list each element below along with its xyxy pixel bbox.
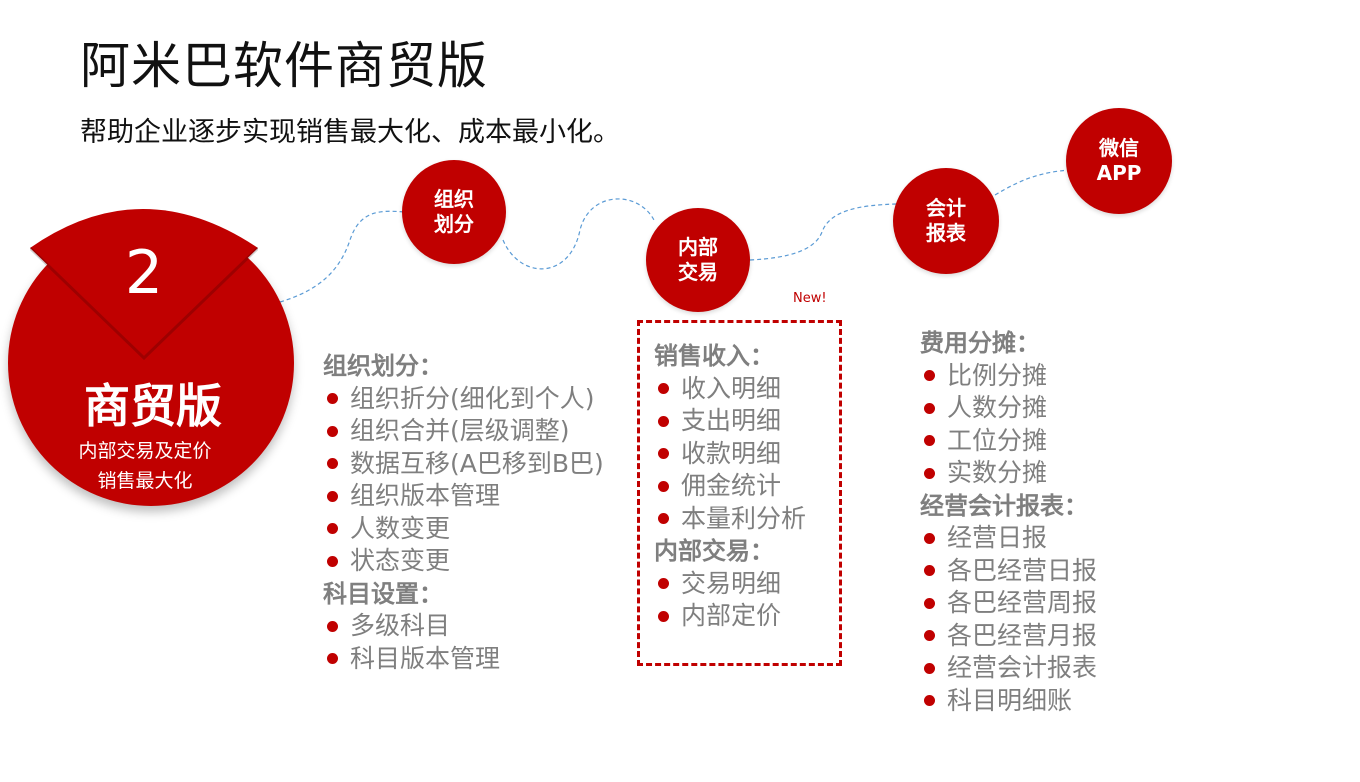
bullet-icon xyxy=(327,653,338,665)
list-item: 科目版本管理 xyxy=(323,643,604,676)
edition-feature-1: 内部交易及定价 xyxy=(78,440,212,462)
list-item: 科目明细账 xyxy=(920,685,1097,718)
bullet-icon xyxy=(924,435,935,447)
node-org-division: 组织 划分 xyxy=(402,160,506,264)
page-title: 阿米巴软件商贸版 xyxy=(80,37,488,95)
section-heading: 费用分摊： xyxy=(920,329,1040,357)
bullet-icon xyxy=(658,415,669,427)
list-item: 实数分摊 xyxy=(920,457,1097,490)
bullet-icon xyxy=(924,370,935,382)
list-item: 比例分摊 xyxy=(920,360,1097,393)
list-item: 本量利分析 xyxy=(654,503,806,536)
org-feature-list: 组织划分： 组织折分(细化到个人) 组织合并(层级调整) 数据互移(A巴移到B巴… xyxy=(323,350,604,675)
new-label: New! xyxy=(793,291,827,306)
page-subtitle: 帮助企业逐步实现销售最大化、成本最小化。 xyxy=(80,117,620,148)
bullet-icon xyxy=(924,565,935,577)
edition-number: 2 xyxy=(124,238,164,308)
node-wechat-app: 微信 APP xyxy=(1066,108,1172,214)
list-item: 经营会计报表 xyxy=(920,652,1097,685)
badge-wedge xyxy=(30,209,258,360)
bullet-icon xyxy=(327,458,338,470)
list-item: 各巴经营月报 xyxy=(920,620,1097,653)
bullet-icon xyxy=(924,662,935,674)
bullet-icon xyxy=(924,402,935,414)
section-heading: 组织划分： xyxy=(323,352,443,380)
list-item: 内部定价 xyxy=(654,600,806,633)
list-item: 组织版本管理 xyxy=(323,480,604,513)
list-item: 组织折分(细化到个人) xyxy=(323,383,604,416)
edition-title: 商贸版 xyxy=(84,379,222,433)
list-item: 人数变更 xyxy=(323,513,604,546)
bullet-icon xyxy=(924,695,935,707)
bullet-icon xyxy=(924,597,935,609)
bullet-icon xyxy=(658,513,669,525)
list-item: 各巴经营日报 xyxy=(920,555,1097,588)
list-item: 经营日报 xyxy=(920,522,1097,555)
section-heading: 经营会计报表： xyxy=(920,491,1088,520)
bullet-icon xyxy=(327,425,338,437)
bullet-icon xyxy=(924,532,935,544)
section-heading: 内部交易： xyxy=(654,537,774,565)
bullet-icon xyxy=(924,467,935,479)
bullet-icon xyxy=(327,393,338,405)
node-accounting-report: 会计 报表 xyxy=(893,168,999,274)
bullet-icon xyxy=(658,480,669,492)
section-heading: 销售收入： xyxy=(654,342,774,370)
list-item: 状态变更 xyxy=(323,545,604,578)
bullet-icon xyxy=(658,578,669,590)
list-item: 工位分摊 xyxy=(920,425,1097,458)
bullet-icon xyxy=(327,555,338,567)
node-internal-trade: 内部 交易 xyxy=(646,208,750,312)
section-heading: 科目设置： xyxy=(323,579,443,608)
list-item: 人数分摊 xyxy=(920,392,1097,425)
trade-feature-list: 销售收入： 收入明细 支出明细 收款明细 佣金统计 本量利分析 内部交易： 交易… xyxy=(654,340,806,633)
bullet-icon xyxy=(658,610,669,622)
list-item: 数据互移(A巴移到B巴) xyxy=(323,448,604,481)
bullet-icon xyxy=(327,490,338,502)
new-feature-box xyxy=(637,320,842,666)
list-item: 收款明细 xyxy=(654,438,806,471)
accounting-feature-list: 费用分摊： 比例分摊 人数分摊 工位分摊 实数分摊 经营会计报表： 经营日报 各… xyxy=(920,327,1097,717)
list-item: 各巴经营周报 xyxy=(920,587,1097,620)
bullet-icon xyxy=(658,383,669,395)
list-item: 多级科目 xyxy=(323,610,604,643)
list-item: 佣金统计 xyxy=(654,470,806,503)
list-item: 支出明细 xyxy=(654,405,806,438)
bullet-icon xyxy=(327,523,338,535)
list-item: 组织合并(层级调整) xyxy=(323,415,604,448)
list-item: 收入明细 xyxy=(654,373,806,406)
bullet-icon xyxy=(327,620,338,632)
bullet-icon xyxy=(658,448,669,460)
bullet-icon xyxy=(924,630,935,642)
edition-feature-2: 销售最大化 xyxy=(97,470,193,492)
list-item: 交易明细 xyxy=(654,568,806,601)
